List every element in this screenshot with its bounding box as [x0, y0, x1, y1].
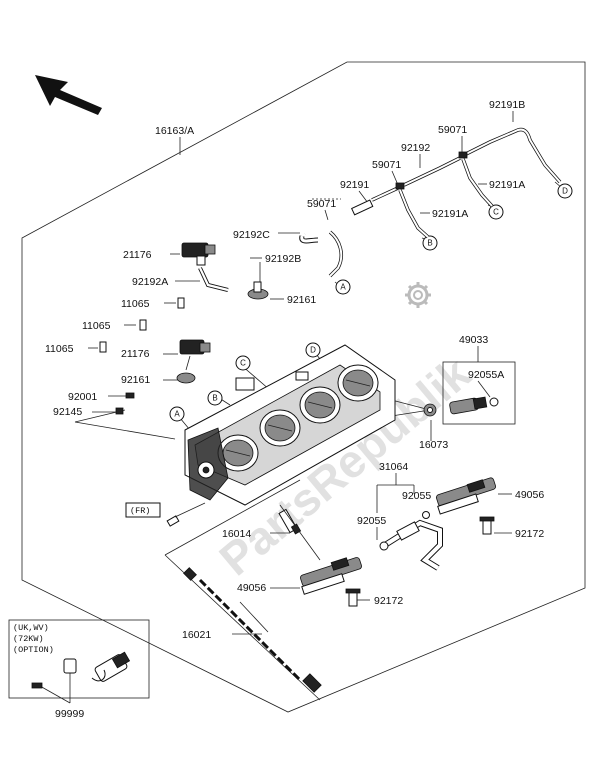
throttle-bore-3 — [299, 386, 341, 424]
gear-logo-icon — [405, 282, 431, 308]
svg-text:A: A — [174, 410, 180, 419]
label-92145: 92145 — [53, 406, 82, 418]
caps-11065 — [99, 297, 185, 353]
option-line1: (UK,WV) — [13, 623, 49, 633]
svg-text:A: A — [340, 283, 346, 292]
fuel-injector-49056-upper — [435, 477, 497, 515]
screw-92001 — [115, 392, 135, 415]
label-59071: 59071 — [438, 124, 467, 136]
label-92001: 92001 — [68, 391, 97, 403]
label-11065: 11065 — [82, 320, 111, 332]
label-92191B: 92191B — [489, 99, 525, 111]
label-92191: 92191 — [340, 179, 369, 191]
label-92191A: 92191A — [432, 208, 468, 220]
label-16163A: 16163/A — [155, 125, 194, 137]
label-99999: 99999 — [55, 708, 84, 720]
callout-B-body: B — [207, 390, 223, 406]
throttle-bore-2 — [259, 409, 301, 447]
sensor-16014 — [278, 508, 302, 535]
label-92192: 92192 — [401, 142, 430, 154]
label-11065: 11065 — [45, 343, 74, 355]
svg-text:(FR): (FR) — [130, 506, 150, 516]
label-92191A: 92191A — [489, 179, 525, 191]
part-labels: 16163/A 92191B 59071 92192 59071 92191A … — [45, 99, 544, 720]
valve-49033 — [449, 380, 499, 415]
callout-D-top: D — [557, 183, 573, 199]
callout-C-body: C — [235, 355, 251, 371]
label-49033: 49033 — [459, 334, 488, 346]
label-92172: 92172 — [515, 528, 544, 540]
label-31064: 31064 — [379, 461, 408, 473]
label-92161: 92161 — [121, 374, 150, 386]
label-92161: 92161 — [287, 294, 316, 306]
svg-text:B: B — [212, 394, 217, 403]
front-direction-arrow-icon — [35, 75, 102, 115]
grommet-16073 — [423, 403, 437, 417]
map-sensor-21176-lower — [179, 339, 211, 355]
callout-C-top: C — [488, 204, 504, 220]
front-tag: (FR) — [125, 502, 206, 527]
injector-rail-31064 — [379, 511, 443, 571]
label-16073: 16073 — [419, 439, 448, 451]
label-21176: 21176 — [123, 249, 152, 261]
option-box: (UK,WV) (72KW) (OPTION) — [8, 619, 150, 699]
cable-16021 — [164, 479, 322, 701]
label-16021: 16021 — [182, 629, 211, 641]
assembly-outline — [21, 61, 586, 713]
option-connector-99999 — [31, 651, 131, 689]
svg-text:D: D — [310, 346, 316, 355]
svg-text:C: C — [240, 359, 246, 368]
throttle-bore-1 — [217, 434, 259, 472]
option-line2: (72KW) — [13, 634, 44, 644]
svg-text:B: B — [427, 239, 432, 248]
throttle-body-assembly — [184, 344, 396, 506]
map-sensor-21176-top — [181, 242, 216, 266]
option-line3: (OPTION) — [13, 645, 54, 655]
callout-B-top: B — [422, 235, 438, 251]
screw-92172-upper — [479, 516, 495, 535]
label-92055: 92055 — [357, 515, 386, 527]
label-49056: 49056 — [515, 489, 544, 501]
label-92192A: 92192A — [132, 276, 168, 288]
label-59071: 59071 — [307, 198, 336, 210]
screw-92172-lower — [345, 588, 361, 607]
callout-A-top: A — [335, 279, 351, 295]
callout-D-body: D — [305, 342, 321, 358]
svg-text:D: D — [562, 187, 568, 196]
label-16014: 16014 — [222, 528, 251, 540]
fitting-92161-lower — [176, 355, 196, 384]
callouts: D C B A D C B A — [169, 183, 573, 422]
label-11065: 11065 — [121, 298, 150, 310]
box-49033 — [442, 361, 516, 425]
vacuum-hoses — [198, 127, 562, 292]
fitting-92161-top — [247, 281, 269, 300]
label-92172: 92172 — [374, 595, 403, 607]
svg-text:C: C — [493, 208, 499, 217]
callout-A-body: A — [169, 406, 185, 422]
label-21176: 21176 — [121, 348, 150, 360]
label-92055A: 92055A — [468, 369, 504, 381]
label-59071: 59071 — [372, 159, 401, 171]
label-92192C: 92192C — [233, 229, 270, 241]
fuel-injector-49056-lower — [300, 557, 362, 595]
label-92192B: 92192B — [265, 253, 301, 265]
label-49056: 49056 — [237, 582, 266, 594]
throttle-bore-4 — [337, 364, 379, 402]
label-92055: 92055 — [402, 490, 431, 502]
